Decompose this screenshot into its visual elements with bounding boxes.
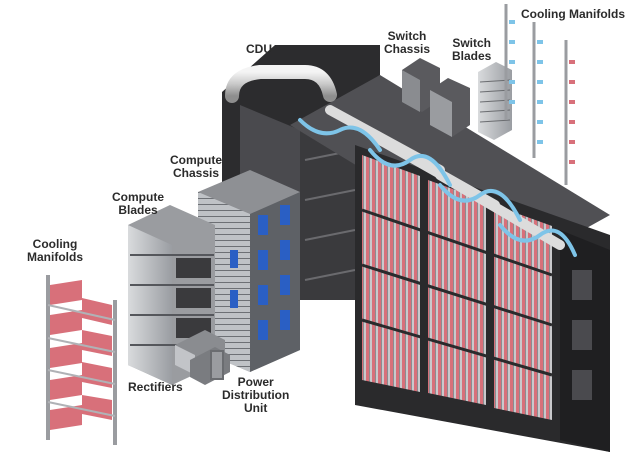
cdu-main-pipe [225, 65, 337, 103]
label-switch-blades: Switch Blades [452, 36, 492, 63]
switch-chassis [402, 58, 470, 137]
label-compute-chassis: Compute Chassis [170, 153, 222, 180]
label-compute-blades: Compute Blades [112, 190, 164, 217]
blue-hose-1 [298, 118, 382, 152]
power-distribution-unit [210, 350, 224, 380]
label-cooling-manifolds-top: Cooling Manifolds [521, 7, 625, 21]
label-cooling-manifolds-left: Cooling Manifolds [27, 237, 83, 264]
label-cdu: CDU [246, 42, 272, 56]
rack-end-slots [572, 270, 592, 400]
label-rectifiers: Rectifiers [128, 380, 183, 394]
blue-hose-3 [438, 183, 522, 222]
blade-row-dividers [361, 208, 553, 377]
cooling-manifolds-left [46, 275, 117, 445]
label-switch-chassis: Switch Chassis [384, 29, 431, 56]
blue-hose-4 [498, 223, 577, 257]
cabinet-row [222, 45, 610, 452]
label-power-distribution-unit: Power Distribution Unit [222, 375, 290, 415]
coolant-piping [225, 65, 577, 257]
blue-hose-2 [368, 148, 452, 187]
cooling-manifolds-top [504, 4, 575, 185]
cabinet-2-blades [428, 180, 486, 405]
